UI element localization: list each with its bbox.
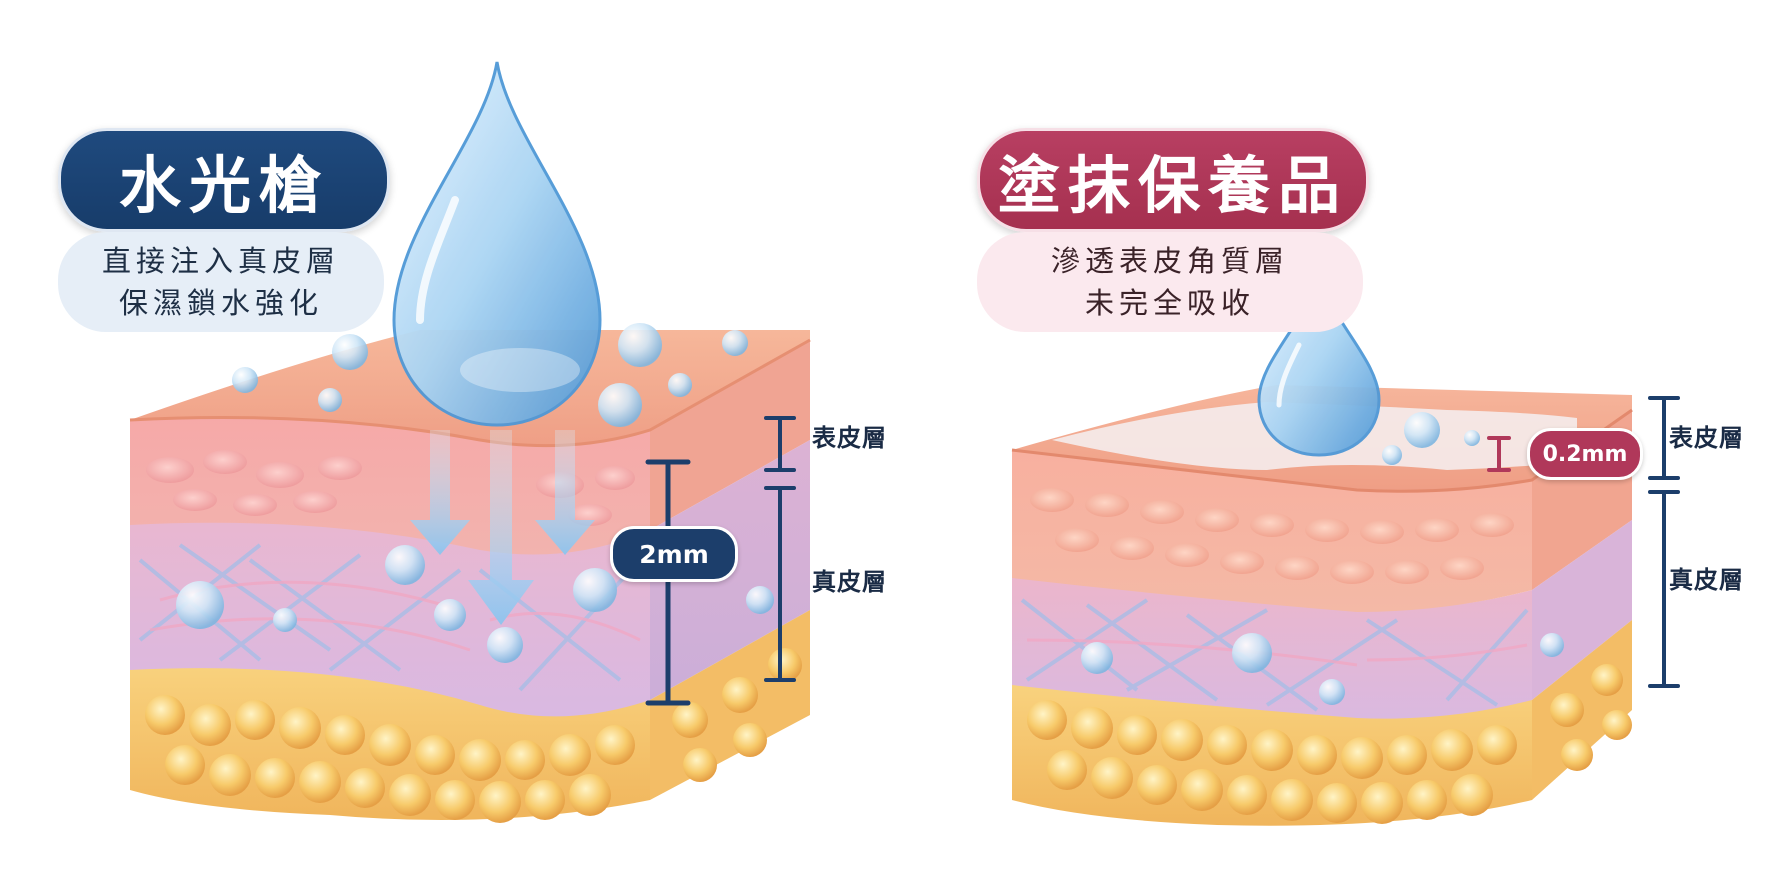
water-gun-epidermis-label: 表皮層 bbox=[812, 424, 887, 452]
topical-skincare-depth-badge: 0.2mm bbox=[1527, 428, 1643, 480]
water-gun-depth-badge: 2mm bbox=[610, 526, 738, 582]
topical-skincare-subtitle: 滲透表皮角質層 未完全吸收 bbox=[977, 232, 1363, 332]
water-gun-skin-illustration bbox=[129, 61, 811, 823]
topical-skincare-dermis-label: 真皮層 bbox=[1669, 566, 1744, 594]
water-gun-panel: 水光槍 直接注入真皮層 保濕鎖水強化 2mm 表皮層 真皮層 bbox=[58, 61, 887, 823]
water-gun-dermis-label: 真皮層 bbox=[812, 568, 887, 596]
topical-skincare-subtitle-line-1: 滲透表皮角質層 bbox=[1050, 244, 1289, 278]
topical-skincare-title: 塗抹保養品 bbox=[977, 128, 1369, 232]
topical-skincare-panel: 塗抹保養品 滲透表皮角質層 未完全吸收 0.2mm 表皮層 真皮層 bbox=[887, 0, 1774, 887]
topical-skincare-subtitle-line-2: 未完全吸收 bbox=[1084, 286, 1255, 320]
water-gun-title: 水光槍 bbox=[58, 128, 390, 232]
water-gun-subtitle-line-1: 直接注入真皮層 bbox=[101, 244, 340, 278]
water-gun-subtitle-line-2: 保濕鎖水強化 bbox=[118, 286, 323, 320]
topical-skincare-epidermis-label: 表皮層 bbox=[1669, 424, 1744, 452]
topical-skincare-skin-illustration bbox=[1011, 271, 1680, 826]
water-gun-subtitle: 直接注入真皮層 保濕鎖水強化 bbox=[58, 232, 384, 332]
